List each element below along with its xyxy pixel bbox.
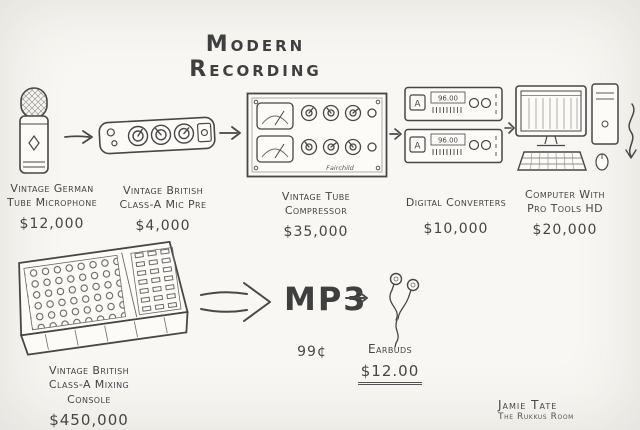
computer-label: Computer With Pro Tools HD $20,000 bbox=[505, 188, 625, 239]
earbuds-icon bbox=[389, 272, 420, 348]
flow-arrow-icon bbox=[504, 120, 517, 136]
micpre-label-line2: Class-A Mic Pre bbox=[119, 198, 207, 212]
compressor-label: Vintage Tube Compressor $35,000 bbox=[256, 190, 376, 241]
converters-label: Digital Converters $10,000 bbox=[395, 196, 517, 238]
converter-display-text: 96.00 bbox=[438, 137, 458, 145]
mic-label: Vintage German Tube Microphone $12,000 bbox=[0, 182, 104, 233]
console-label-line2: Class-A Mixing bbox=[48, 378, 130, 392]
compressor-illustration: Fairchild bbox=[246, 92, 388, 178]
mic-label-line2: Tube Microphone bbox=[6, 196, 98, 210]
micpre-icon bbox=[98, 116, 216, 155]
earbuds-label: Earbuds $12.00 bbox=[344, 342, 436, 386]
page-title: Modern Recording bbox=[189, 32, 322, 82]
console-label-line1: Vintage British bbox=[48, 364, 130, 377]
compressor-icon: Fairchild bbox=[246, 92, 388, 178]
flow-arrow-icon bbox=[62, 128, 96, 146]
microphone-illustration bbox=[8, 84, 60, 179]
mp3-label: MP3 bbox=[284, 280, 368, 318]
continuation-squiggle-icon bbox=[623, 102, 639, 162]
micpre-illustration bbox=[97, 109, 217, 161]
converters-price: $10,000 bbox=[423, 221, 489, 238]
big-arrow-icon bbox=[196, 276, 276, 328]
earbuds-label-text: Earbuds bbox=[368, 342, 412, 356]
compressor-brand-text: Fairchild bbox=[326, 164, 355, 172]
converters-icon: A 96.00 A 96.00 bbox=[404, 86, 503, 164]
mic-price: $12,000 bbox=[19, 215, 85, 232]
compressor-label-line2: Compressor bbox=[284, 204, 348, 218]
converters-illustration: A 96.00 A 96.00 bbox=[404, 86, 504, 164]
converters-label-line1: Digital Converters bbox=[405, 196, 507, 209]
micpre-label: Vintage British Class-A Mic Pre $4,000 bbox=[108, 184, 218, 235]
micpre-price: $4,000 bbox=[135, 217, 191, 234]
signature-line1: Jamie Tate bbox=[498, 398, 558, 412]
compressor-price: $35,000 bbox=[283, 223, 349, 240]
mic-label-line1: Vintage German bbox=[10, 182, 94, 195]
computer-label-line2: Pro Tools HD bbox=[527, 202, 603, 216]
computer-icon bbox=[515, 83, 619, 171]
computer-illustration bbox=[514, 82, 622, 178]
mp3-price: 99¢ bbox=[297, 344, 327, 360]
signature-line2: The Rukkus Room bbox=[498, 412, 574, 422]
earbuds-illustration bbox=[368, 270, 426, 348]
flow-arrow-icon bbox=[218, 124, 244, 142]
flow-arrow-icon bbox=[344, 288, 372, 308]
console-label-line3: Console bbox=[67, 392, 111, 406]
console-illustration bbox=[3, 236, 200, 378]
earbuds-price: $12.00 bbox=[344, 362, 436, 386]
converter-logo-text: A bbox=[414, 100, 421, 110]
computer-price: $20,000 bbox=[532, 221, 598, 238]
earbuds-price-text: $12.00 bbox=[357, 362, 423, 386]
mixing-console-icon bbox=[18, 240, 189, 356]
flow-arrow-icon bbox=[389, 126, 404, 142]
console-price: $450,000 bbox=[49, 410, 129, 429]
console-label: Vintage British Class-A Mixing Console $… bbox=[24, 364, 154, 430]
converter-logo-text: A bbox=[414, 142, 421, 152]
microphone-icon bbox=[19, 87, 49, 174]
micpre-label-line1: Vintage British bbox=[122, 184, 204, 197]
signature: Jamie Tate The Rukkus Room bbox=[498, 398, 574, 422]
compressor-label-line1: Vintage Tube bbox=[281, 190, 351, 203]
computer-label-line1: Computer With bbox=[525, 188, 605, 201]
converter-display-text: 96.00 bbox=[438, 95, 458, 103]
